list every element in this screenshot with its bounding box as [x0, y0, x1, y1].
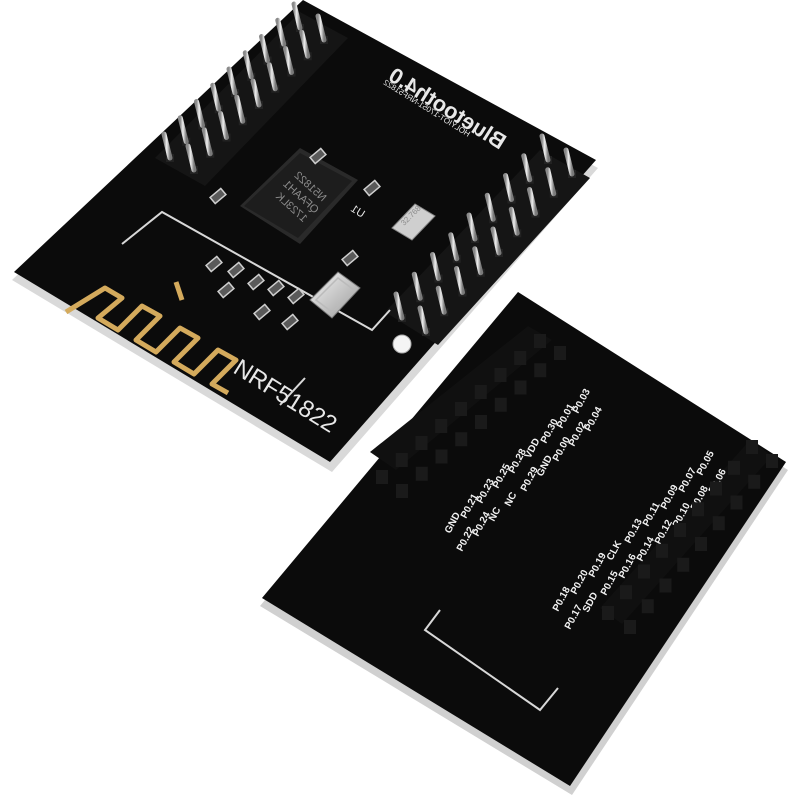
keepout-outline — [121, 210, 391, 332]
header-pin — [472, 246, 484, 276]
mounting-hole — [392, 334, 412, 354]
header-pin — [393, 291, 405, 321]
header-pin — [435, 285, 447, 315]
header-pin — [539, 133, 551, 163]
header-pin — [218, 111, 229, 140]
header-pin — [283, 46, 294, 75]
smd-component — [217, 281, 235, 299]
back-keepout-outline — [423, 609, 559, 712]
header-pin — [210, 82, 222, 112]
header-pin — [563, 147, 575, 177]
smd-component — [267, 279, 285, 297]
header-pin — [299, 29, 311, 59]
header-pin — [508, 206, 520, 236]
header-pin — [466, 212, 478, 242]
pcb-antenna — [64, 285, 239, 396]
front-top-header — [155, 1, 348, 186]
nrf51822-chip: N51822 QFAAH1 1723LK — [240, 148, 358, 244]
header-pin — [448, 232, 460, 262]
smd-component — [341, 249, 359, 267]
header-pin — [259, 34, 270, 63]
smd-component — [281, 313, 299, 331]
header-pin — [250, 78, 262, 108]
front-right-header — [385, 133, 590, 345]
back-board: GNDP0.22P0.21P0.24P0.23NCP0.25NCP0.28P0.… — [260, 289, 788, 795]
smd-component — [253, 303, 271, 321]
header-pin — [201, 127, 213, 157]
header-pin — [430, 252, 441, 281]
header-pin — [266, 62, 278, 92]
header-pin — [177, 115, 189, 145]
header-pin — [417, 305, 429, 335]
back-header-a-pins — [376, 289, 566, 498]
front-board: N51822 QFAAH1 1723LK 32.768 Bluetooth4.0… — [12, 0, 598, 472]
smd-component — [209, 187, 227, 205]
header-pin — [454, 266, 465, 295]
header-pin — [185, 143, 197, 173]
back-board-pcb — [262, 292, 786, 786]
header-pin — [161, 131, 173, 161]
header-pin — [411, 271, 423, 301]
header-pin — [545, 167, 557, 197]
smd-component — [227, 261, 245, 279]
smd-component — [287, 287, 305, 305]
smd-component — [309, 147, 327, 165]
smd-component — [363, 179, 381, 197]
header-pin — [242, 50, 254, 80]
header-pin — [194, 99, 205, 128]
header-pin — [234, 94, 246, 124]
header-pin — [226, 66, 238, 96]
header-pin — [490, 226, 502, 256]
header-pin — [527, 187, 538, 216]
smd-component — [205, 255, 223, 273]
back-header-b-pins — [602, 399, 778, 634]
header-pin — [291, 1, 303, 31]
header-pin — [484, 192, 496, 222]
header-pin — [275, 17, 287, 47]
header-pin — [503, 173, 514, 202]
header-pin — [315, 13, 327, 43]
smd-component — [247, 273, 265, 291]
passive-components — [205, 147, 381, 331]
main-crystal — [309, 271, 361, 319]
header-pin — [521, 153, 533, 183]
